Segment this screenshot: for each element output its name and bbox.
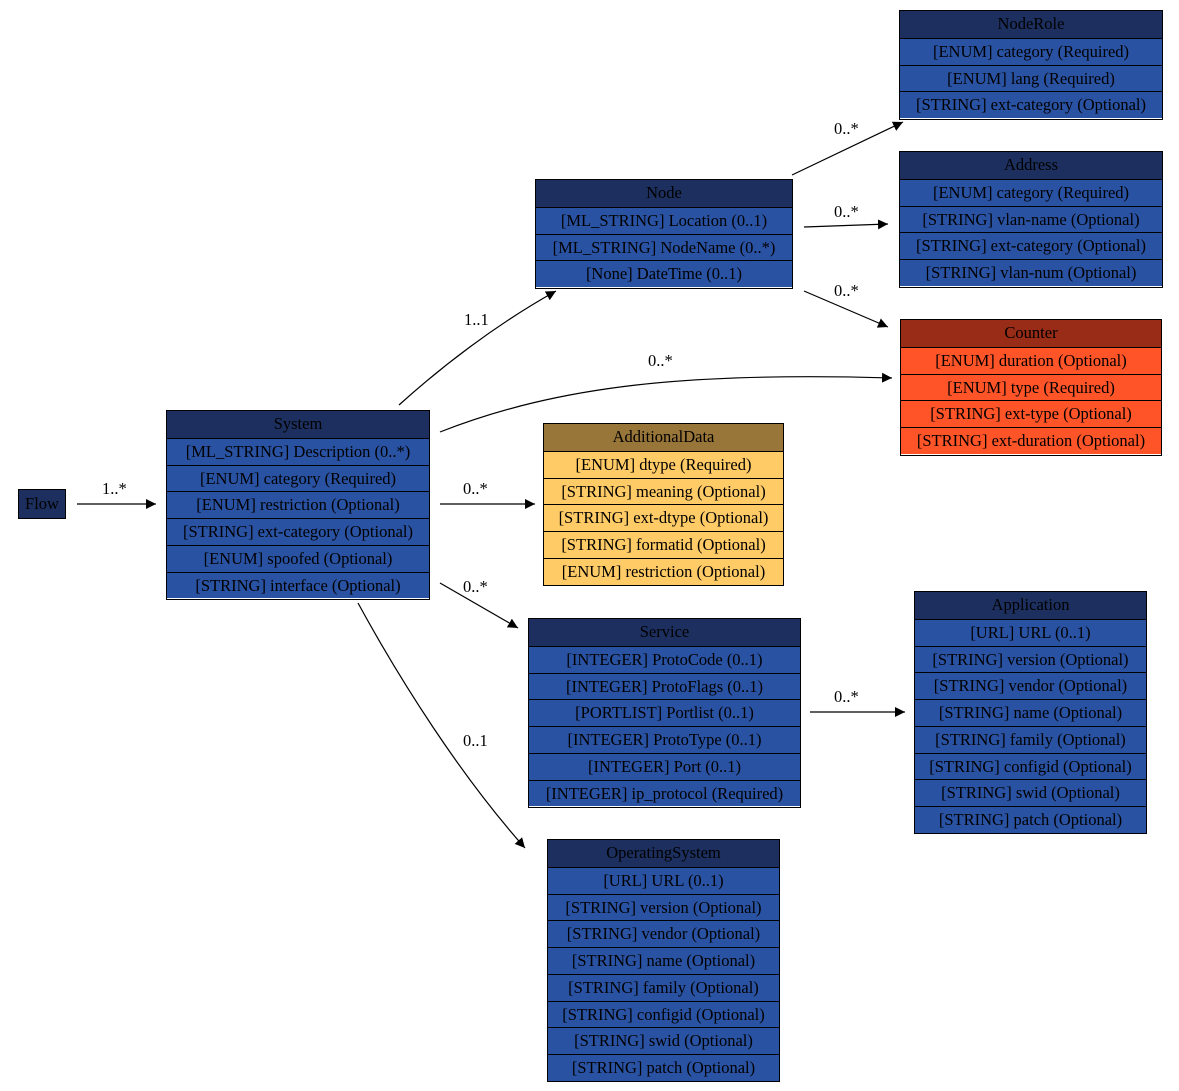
edge-node-counter xyxy=(803,290,889,328)
flow-title: Flow xyxy=(19,490,65,518)
node-node: Node [ML_STRING] Location (0..1) [ML_STR… xyxy=(535,179,793,289)
node-field: [None] DateTime (0..1) xyxy=(536,260,792,287)
node-field: [ML_STRING] NodeName (0..*) xyxy=(536,233,792,261)
node-title: Node xyxy=(536,180,792,207)
application-field: [STRING] family (Optional) xyxy=(915,725,1146,753)
edge-label-system-service: 0..* xyxy=(463,577,488,596)
operatingsystem-node: OperatingSystem [URL] URL (0..1) [STRING… xyxy=(547,839,780,1082)
system-node: System [ML_STRING] Description (0..*) [E… xyxy=(166,410,430,600)
operatingsystem-field: [STRING] version (Optional) xyxy=(548,893,779,921)
counter-field: [ENUM] type (Required) xyxy=(901,373,1161,401)
service-field: [INTEGER] Port (0..1) xyxy=(529,752,800,780)
service-field: [PORTLIST] Portlist (0..1) xyxy=(529,699,800,726)
edge-label-system-node: 1..1 xyxy=(464,310,489,329)
edge-label-system-operatingsystem: 0..1 xyxy=(463,731,488,750)
operatingsystem-field: [STRING] vendor (Optional) xyxy=(548,920,779,947)
flow-node: Flow xyxy=(18,489,66,519)
edge-system-node xyxy=(398,290,557,406)
application-field: [STRING] version (Optional) xyxy=(915,645,1146,673)
noderole-title: NodeRole xyxy=(900,11,1162,38)
additionaldata-node: AdditionalData [ENUM] dtype (Required) [… xyxy=(543,423,784,586)
application-field: [STRING] swid (Optional) xyxy=(915,779,1146,806)
noderole-field: [STRING] ext-category (Optional) xyxy=(900,91,1162,118)
counter-field: [ENUM] duration (Optional) xyxy=(901,346,1161,374)
noderole-field: [ENUM] lang (Required) xyxy=(900,64,1162,92)
operatingsystem-field: [STRING] name (Optional) xyxy=(548,947,779,974)
edge-label-service-application: 0..* xyxy=(834,687,859,706)
additionaldata-field: [STRING] formatid (Optional) xyxy=(544,531,783,558)
system-field: [ENUM] category (Required) xyxy=(167,464,429,492)
edge-node-address xyxy=(803,219,889,230)
address-field: [STRING] vlan-num (Optional) xyxy=(900,259,1162,286)
operatingsystem-field: [STRING] configid (Optional) xyxy=(548,1000,779,1028)
system-title: System xyxy=(167,411,429,438)
operatingsystem-field: [URL] URL (0..1) xyxy=(548,866,779,894)
address-field: [ENUM] category (Required) xyxy=(900,178,1162,206)
counter-field: [STRING] ext-duration (Optional) xyxy=(901,427,1161,454)
address-title: Address xyxy=(900,152,1162,179)
system-field: [STRING] interface (Optional) xyxy=(167,571,429,599)
service-field: [INTEGER] ProtoCode (0..1) xyxy=(529,645,800,673)
edge-system-counter xyxy=(439,372,893,433)
operatingsystem-title: OperatingSystem xyxy=(548,840,779,867)
service-field: [INTEGER] ProtoType (0..1) xyxy=(529,726,800,753)
system-field: [ENUM] spoofed (Optional) xyxy=(167,544,429,572)
noderole-node: NodeRole [ENUM] category (Required) [ENU… xyxy=(899,10,1163,120)
edge-label-node-noderole: 0..* xyxy=(834,119,859,138)
counter-title: Counter xyxy=(901,320,1161,347)
application-node: Application [URL] URL (0..1) [STRING] ve… xyxy=(914,591,1147,834)
application-field: [STRING] configid (Optional) xyxy=(915,752,1146,780)
application-field: [STRING] name (Optional) xyxy=(915,699,1146,726)
application-field: [URL] URL (0..1) xyxy=(915,618,1146,646)
edge-system-operatingsystem xyxy=(357,602,526,849)
service-node: Service [INTEGER] ProtoCode (0..1) [INTE… xyxy=(528,618,801,808)
application-field: [STRING] patch (Optional) xyxy=(915,806,1146,833)
operatingsystem-field: [STRING] swid (Optional) xyxy=(548,1027,779,1054)
address-field: [STRING] vlan-name (Optional) xyxy=(900,205,1162,233)
service-field: [INTEGER] ip_protocol (Required) xyxy=(529,779,800,807)
node-field: [ML_STRING] Location (0..1) xyxy=(536,206,792,234)
edge-label-flow-system: 1..* xyxy=(102,479,127,498)
counter-node: Counter [ENUM] duration (Optional) [ENUM… xyxy=(900,319,1162,456)
operatingsystem-field: [STRING] family (Optional) xyxy=(548,973,779,1001)
additionaldata-field: [ENUM] restriction (Optional) xyxy=(544,557,783,585)
edge-system-service xyxy=(439,582,519,629)
system-field: [STRING] ext-category (Optional) xyxy=(167,518,429,545)
additionaldata-field: [STRING] meaning (Optional) xyxy=(544,477,783,505)
additionaldata-title: AdditionalData xyxy=(544,424,783,451)
address-field: [STRING] ext-category (Optional) xyxy=(900,232,1162,259)
edge-node-noderole xyxy=(791,121,904,176)
additionaldata-field: [ENUM] dtype (Required) xyxy=(544,450,783,478)
edge-label-system-counter: 0..* xyxy=(648,351,673,370)
system-field: [ML_STRING] Description (0..*) xyxy=(167,437,429,465)
operatingsystem-field: [STRING] patch (Optional) xyxy=(548,1054,779,1081)
service-title: Service xyxy=(529,619,800,646)
service-field: [INTEGER] ProtoFlags (0..1) xyxy=(529,672,800,700)
additionaldata-field: [STRING] ext-dtype (Optional) xyxy=(544,504,783,531)
noderole-field: [ENUM] category (Required) xyxy=(900,37,1162,65)
address-node: Address [ENUM] category (Required) [STRI… xyxy=(899,151,1163,288)
application-field: [STRING] vendor (Optional) xyxy=(915,672,1146,699)
edge-label-node-counter: 0..* xyxy=(834,281,859,300)
system-field: [ENUM] restriction (Optional) xyxy=(167,491,429,518)
counter-field: [STRING] ext-type (Optional) xyxy=(901,400,1161,427)
edge-label-system-additionaldata: 0..* xyxy=(463,479,488,498)
edge-label-node-address: 0..* xyxy=(834,202,859,221)
application-title: Application xyxy=(915,592,1146,619)
